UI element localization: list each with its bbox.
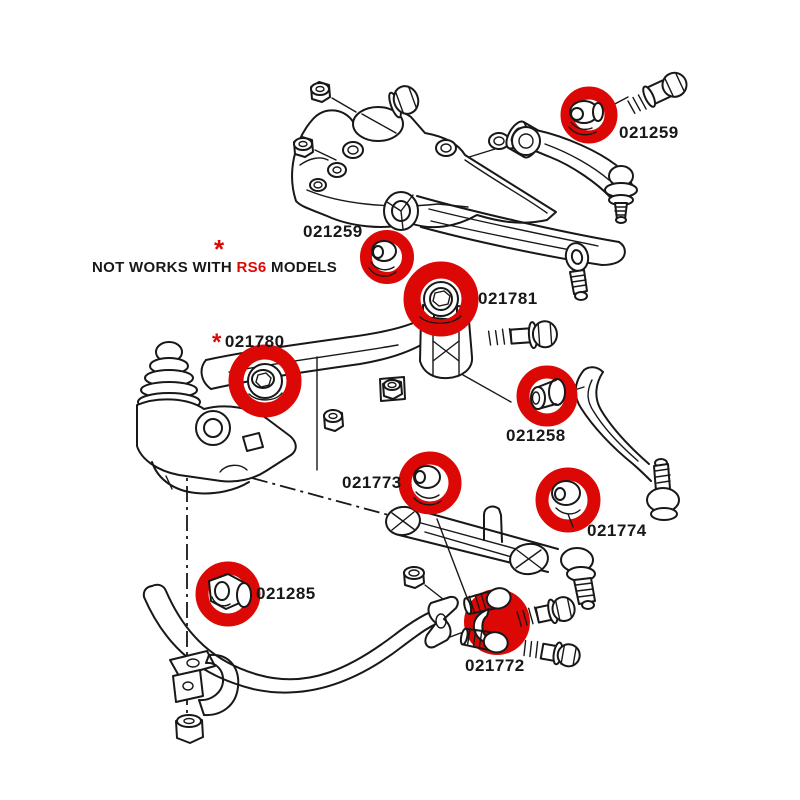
- highlight-ring-021259-mid: [360, 230, 414, 284]
- bushing-021285: [208, 573, 252, 610]
- bracket-bolt: [487, 320, 558, 350]
- note-suffix: MODELS: [266, 259, 338, 276]
- bushing-021259-mid: [368, 240, 397, 277]
- part-label-021259-upper: 021259: [619, 123, 679, 142]
- bushing-021259-upper: [568, 100, 604, 136]
- part-label-021259-mid: 021259: [303, 222, 363, 241]
- subframe-mount-bracket: [291, 106, 557, 229]
- knuckle-mount: [136, 398, 297, 495]
- bushing-021781: [419, 281, 462, 324]
- note-rs6-highlight: RS6: [236, 259, 267, 276]
- part-label-021772: 021772: [465, 656, 525, 675]
- bushing-021774: [551, 480, 581, 528]
- note-asterisk: *: [214, 234, 225, 264]
- bushing-021773: [413, 465, 442, 506]
- stabilizer-bracket: [169, 650, 240, 717]
- highlight-ring-021773: [398, 451, 462, 515]
- highlight-ring-021781: [403, 261, 479, 337]
- upper-link-arm: [383, 191, 626, 301]
- stabilizer-bar: [142, 583, 447, 694]
- stabilizer-end-link: [424, 595, 459, 649]
- highlight-ring-021258: [516, 365, 578, 427]
- highlight-ring-021285: [195, 561, 261, 627]
- part-label-021258: 021258: [506, 426, 566, 445]
- bushing-bolt-upper: [516, 596, 576, 627]
- part-label-021780: *021780: [212, 329, 285, 356]
- part-label-021781: 021781: [478, 289, 538, 308]
- bracket-mount-bolts: [293, 81, 420, 161]
- bushing-assembly-021772: [459, 587, 581, 668]
- note-prefix: NOT WORKS WITH: [92, 259, 237, 276]
- subframe-small-nuts: [323, 376, 406, 432]
- part-label-021774: 021774: [587, 521, 647, 540]
- bushing-021258: [530, 378, 566, 410]
- stabilizer-nut: [175, 714, 204, 744]
- upper-control-arm: [511, 126, 638, 224]
- part-label-021285: 021285: [256, 584, 316, 603]
- upper-arm-bolt: [627, 71, 688, 114]
- highlight-ring-021259-upper: [560, 86, 618, 144]
- part-label-021773: 021773: [342, 473, 402, 492]
- bushing-021780: [247, 363, 283, 401]
- bushing-bolt-lower: [523, 639, 581, 668]
- subframe-arm: [200, 319, 422, 471]
- highlight-ring-021780: [228, 344, 302, 418]
- part-021780-asterisk: *: [212, 329, 222, 356]
- compatibility-note: NOT WORKS WITH RS6 MODELS: [92, 259, 337, 276]
- highlight-ring-021774: [535, 467, 601, 533]
- lower-control-arm: [385, 505, 596, 610]
- centerline-diagonal: [251, 477, 397, 518]
